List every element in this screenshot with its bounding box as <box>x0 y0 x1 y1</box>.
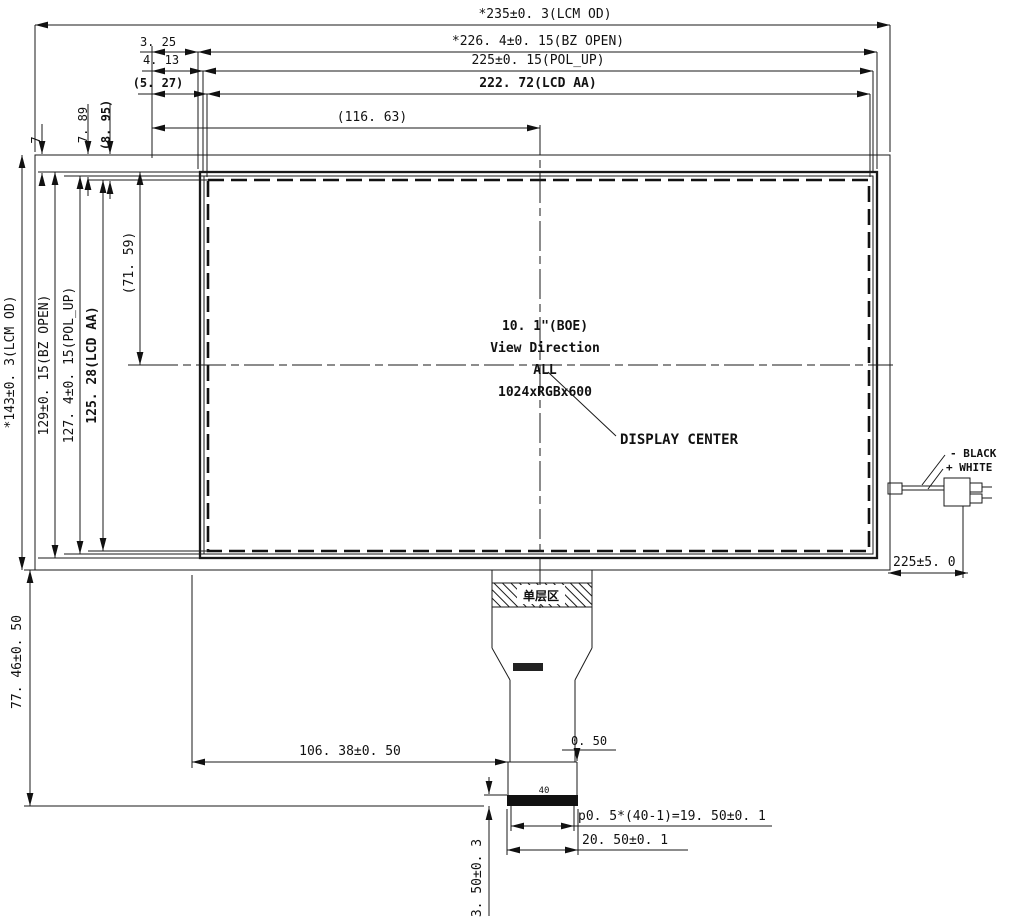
fpc-contact-bar <box>507 795 578 806</box>
dim-aa-height-label: 125. 28(LCD AA) <box>85 306 100 423</box>
display-center-callout: DISPLAY CENTER <box>620 432 739 448</box>
cable-assembly: - BLACK + WHITE 225±5. 0 <box>887 447 997 578</box>
dim-aa-width-label: 222. 72(LCD AA) <box>479 76 596 91</box>
left-dimensions: *143±0. 3(LCM OD) 129±0. 15(BZ OPEN) 127… <box>3 155 484 807</box>
white-wire-label: + WHITE <box>946 461 992 474</box>
resolution-label: 1024xRGBx600 <box>498 385 592 400</box>
fpc-edge-gap-label: 0. 50 <box>571 734 607 748</box>
dim-lcm-height-label: *143±0. 3(LCM OD) <box>3 295 18 428</box>
fpc-pin-count-label: 40 <box>539 786 550 796</box>
white-wire-leader <box>927 468 944 490</box>
dim-bz-height-label: 129±0. 15(BZ OPEN) <box>37 295 52 436</box>
dim-offset-789-label: 7. 89 <box>76 107 90 143</box>
fpc-pitch-label: p0. 5*(40-1)=19. 50±0. 1 <box>578 809 766 824</box>
dim-pol-height-label: 127. 4±0. 15(POL_UP) <box>62 287 77 444</box>
fpc-conn-offset-label: 106. 38±0. 50 <box>299 744 401 759</box>
fpc-tail: 单层区 40 <box>491 570 593 806</box>
dim-offset-aa-label: (5. 27) <box>133 76 184 90</box>
connector-body <box>943 477 971 507</box>
black-wire-leader <box>921 454 946 486</box>
fpc-conn-width-label: 20. 50±0. 1 <box>582 833 668 848</box>
fpc-hatch-label: 单层区 <box>523 588 559 603</box>
dim-bz-width-label: *226. 4±0. 15(BZ OPEN) <box>452 34 624 49</box>
center-annotation: 10. 1"(BOE) View Direction ALL 1024xRGBx… <box>490 319 738 448</box>
dim-offset-bz-label: 3. 25 <box>140 35 176 49</box>
view-direction-value: ALL <box>533 363 557 378</box>
display-center-leader <box>547 371 617 437</box>
cable-length-label: 225±5. 0 <box>893 555 956 570</box>
bottom-dimensions: 106. 38±0. 50 0. 50 p0. 5*(40-1)=19. 50±… <box>191 575 772 917</box>
dim-offset-pol-label: 4. 13 <box>143 53 179 67</box>
dim-offset-7-label: 7 <box>29 136 43 143</box>
lcm-outline <box>34 154 891 571</box>
dim-center-y-label: (71. 59) <box>122 232 137 295</box>
wire-exit <box>887 482 903 495</box>
dim-pol-width-label: 225±0. 15(POL_UP) <box>471 53 604 68</box>
top-dimensions: *235±0. 3(LCM OD) *226. 4±0. 15(BZ OPEN)… <box>29 7 891 199</box>
dim-lcm-width-label: *235±0. 3(LCM OD) <box>478 7 611 22</box>
black-wire-label: - BLACK <box>950 447 997 460</box>
fpc-conn-thick-label: 3. 50±0. 3 <box>470 839 485 917</box>
connector-pin-top <box>969 482 983 493</box>
dim-offset-895-label: (8. 95) <box>99 100 113 151</box>
center-lines <box>148 125 893 608</box>
panel-size-label: 10. 1"(BOE) <box>502 319 588 334</box>
fpc-marking <box>513 663 543 671</box>
dim-center-x-label: (116. 63) <box>337 110 407 125</box>
connector-pin-bottom <box>969 493 983 504</box>
view-direction-label: View Direction <box>490 341 600 356</box>
dim-fpc-drop-label: 77. 46±0. 50 <box>10 615 25 709</box>
